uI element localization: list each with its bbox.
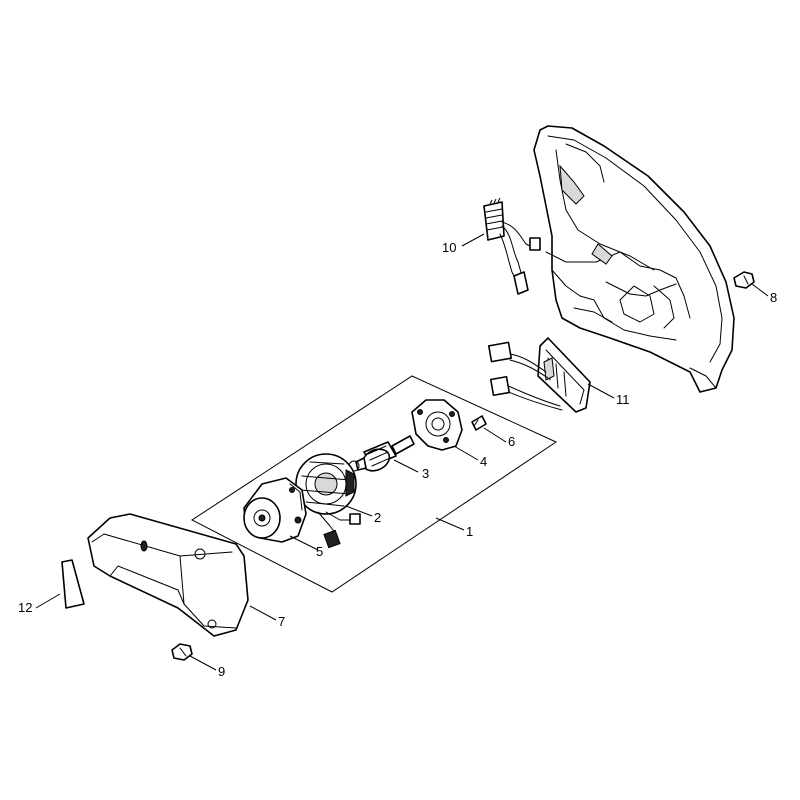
leader-11 <box>587 383 615 399</box>
motor-end-housing <box>243 477 307 543</box>
armature-rotor <box>348 435 415 472</box>
callout-6: 6 <box>508 434 515 449</box>
callout-9: 9 <box>218 664 225 679</box>
callout-5: 5 <box>316 544 323 559</box>
motor-cover <box>87 513 249 637</box>
callout-1: 1 <box>466 524 473 539</box>
screw-6 <box>471 415 487 431</box>
label-sticker <box>61 559 85 609</box>
leader-12 <box>35 593 61 609</box>
flange-plate <box>411 399 463 451</box>
screw-8 <box>733 271 755 289</box>
callout-7: 7 <box>278 614 285 629</box>
leader-5 <box>289 535 319 551</box>
leader-1 <box>435 517 465 531</box>
control-module <box>487 337 591 413</box>
leader-10 <box>461 233 485 247</box>
leader-6 <box>483 427 507 443</box>
leader-9 <box>189 655 217 671</box>
callout-10: 10 <box>442 240 456 255</box>
motor-assembly-group-outline <box>191 375 558 593</box>
leader-7 <box>249 605 277 621</box>
leader-8 <box>751 283 769 297</box>
callout-8: 8 <box>770 290 777 305</box>
leader-3 <box>393 459 419 473</box>
callout-3: 3 <box>422 466 429 481</box>
leader-2 <box>345 505 373 517</box>
switch-harness <box>483 197 541 295</box>
stator <box>295 453 361 549</box>
callout-2: 2 <box>374 510 381 525</box>
callout-4: 4 <box>480 454 487 469</box>
housing-half <box>533 125 735 393</box>
callout-12: 12 <box>18 600 32 615</box>
leader-4 <box>453 445 479 461</box>
callout-11: 11 <box>616 392 630 407</box>
screw-9 <box>171 643 193 661</box>
